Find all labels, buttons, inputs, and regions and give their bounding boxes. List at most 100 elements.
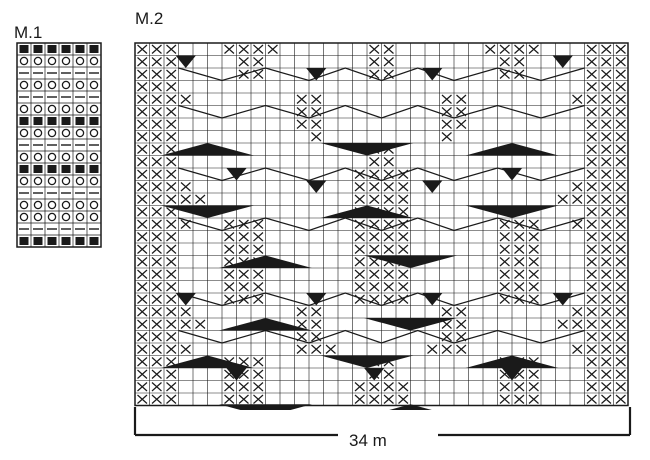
cross-symbol — [586, 282, 597, 292]
small-triangle-symbol — [175, 55, 196, 68]
cross-symbol — [166, 157, 177, 167]
cross-symbol — [137, 244, 148, 254]
circle-symbol — [47, 200, 57, 210]
circle-symbol — [61, 128, 71, 138]
cross-symbol — [354, 394, 365, 404]
circle-symbol — [61, 56, 71, 66]
filled-triangle-symbol — [320, 355, 414, 368]
cross-symbol — [441, 344, 452, 354]
circle-symbol — [47, 128, 57, 138]
cross-symbol — [369, 194, 380, 204]
circle-symbol — [61, 176, 71, 186]
cross-symbol — [151, 132, 162, 142]
cross-symbol — [311, 132, 322, 142]
cross-symbol — [151, 394, 162, 404]
cross-symbol — [586, 357, 597, 367]
cross-symbol — [166, 369, 177, 379]
filled-triangle-symbol — [465, 355, 559, 368]
cross-symbol — [151, 207, 162, 217]
filled-square-symbol — [61, 117, 71, 125]
filled-triangle-symbol — [320, 205, 414, 218]
circle-symbol — [47, 212, 57, 222]
cross-symbol — [615, 369, 626, 379]
cross-symbol — [224, 244, 235, 254]
circle-symbol — [33, 200, 43, 210]
cross-symbol — [586, 182, 597, 192]
cross-symbol — [151, 94, 162, 104]
cross-symbol — [253, 244, 264, 254]
circle-symbol — [89, 212, 99, 222]
cross-symbol — [369, 269, 380, 279]
cross-symbol — [151, 294, 162, 304]
filled-square-symbol — [89, 117, 99, 125]
cross-symbol — [601, 107, 612, 117]
cross-symbol — [615, 282, 626, 292]
cross-symbol — [586, 369, 597, 379]
cross-symbol — [586, 394, 597, 404]
cross-symbol — [166, 307, 177, 317]
filled-square-symbol — [89, 237, 99, 245]
circle-symbol — [47, 176, 57, 186]
cross-symbol — [398, 194, 409, 204]
small-triangle-symbol — [501, 368, 523, 381]
small-triangle-symbol — [501, 168, 523, 181]
filled-square-symbol — [33, 165, 43, 173]
cross-symbol — [456, 319, 467, 329]
cross-symbol — [615, 182, 626, 192]
cross-symbol — [354, 269, 365, 279]
cross-symbol — [586, 169, 597, 179]
cross-symbol — [557, 194, 568, 204]
small-triangle-symbol — [552, 293, 573, 306]
filled-square-symbol — [61, 165, 71, 173]
cross-symbol — [369, 382, 380, 392]
cross-symbol — [398, 182, 409, 192]
small-triangle-symbol — [422, 293, 443, 306]
filled-triangle-symbol — [320, 143, 414, 156]
cross-symbol — [224, 44, 235, 54]
cross-symbol — [166, 344, 177, 354]
cross-symbol — [369, 57, 380, 67]
circle-symbol — [75, 212, 85, 222]
cross-symbol — [528, 269, 539, 279]
cross-symbol — [398, 232, 409, 242]
cross-symbol — [514, 44, 525, 54]
cross-symbol — [267, 44, 278, 54]
small-triangle-symbol — [175, 293, 196, 306]
cross-symbol — [615, 232, 626, 242]
cross-symbol — [151, 69, 162, 79]
filled-square-symbol — [75, 117, 85, 125]
cross-symbol — [499, 282, 510, 292]
cross-symbol — [369, 394, 380, 404]
cross-symbol — [586, 194, 597, 204]
cross-symbol — [601, 219, 612, 229]
cross-symbol — [137, 182, 148, 192]
cross-symbol — [253, 357, 264, 367]
cross-symbol — [528, 44, 539, 54]
cross-symbol — [253, 57, 264, 67]
circle-symbol — [33, 128, 43, 138]
filled-square-symbol — [61, 45, 71, 53]
cross-symbol — [383, 282, 394, 292]
cross-symbol — [137, 369, 148, 379]
cross-symbol — [383, 232, 394, 242]
cross-symbol — [369, 282, 380, 292]
cross-symbol — [528, 244, 539, 254]
cross-symbol — [615, 332, 626, 342]
cross-symbol — [615, 269, 626, 279]
cross-symbol — [601, 182, 612, 192]
cross-symbol — [166, 294, 177, 304]
circle-symbol — [33, 152, 43, 162]
filled-square-symbol — [33, 237, 43, 245]
cross-symbol — [354, 282, 365, 292]
cross-symbol — [311, 94, 322, 104]
circle-symbol — [75, 56, 85, 66]
filled-square-symbol — [19, 165, 29, 173]
cross-symbol — [354, 244, 365, 254]
cross-symbol — [514, 57, 525, 67]
cross-symbol — [238, 244, 249, 254]
cross-symbol — [528, 257, 539, 267]
small-triangle-symbol — [422, 68, 443, 81]
cross-symbol — [151, 57, 162, 67]
cross-symbol — [151, 369, 162, 379]
cross-symbol — [137, 69, 148, 79]
